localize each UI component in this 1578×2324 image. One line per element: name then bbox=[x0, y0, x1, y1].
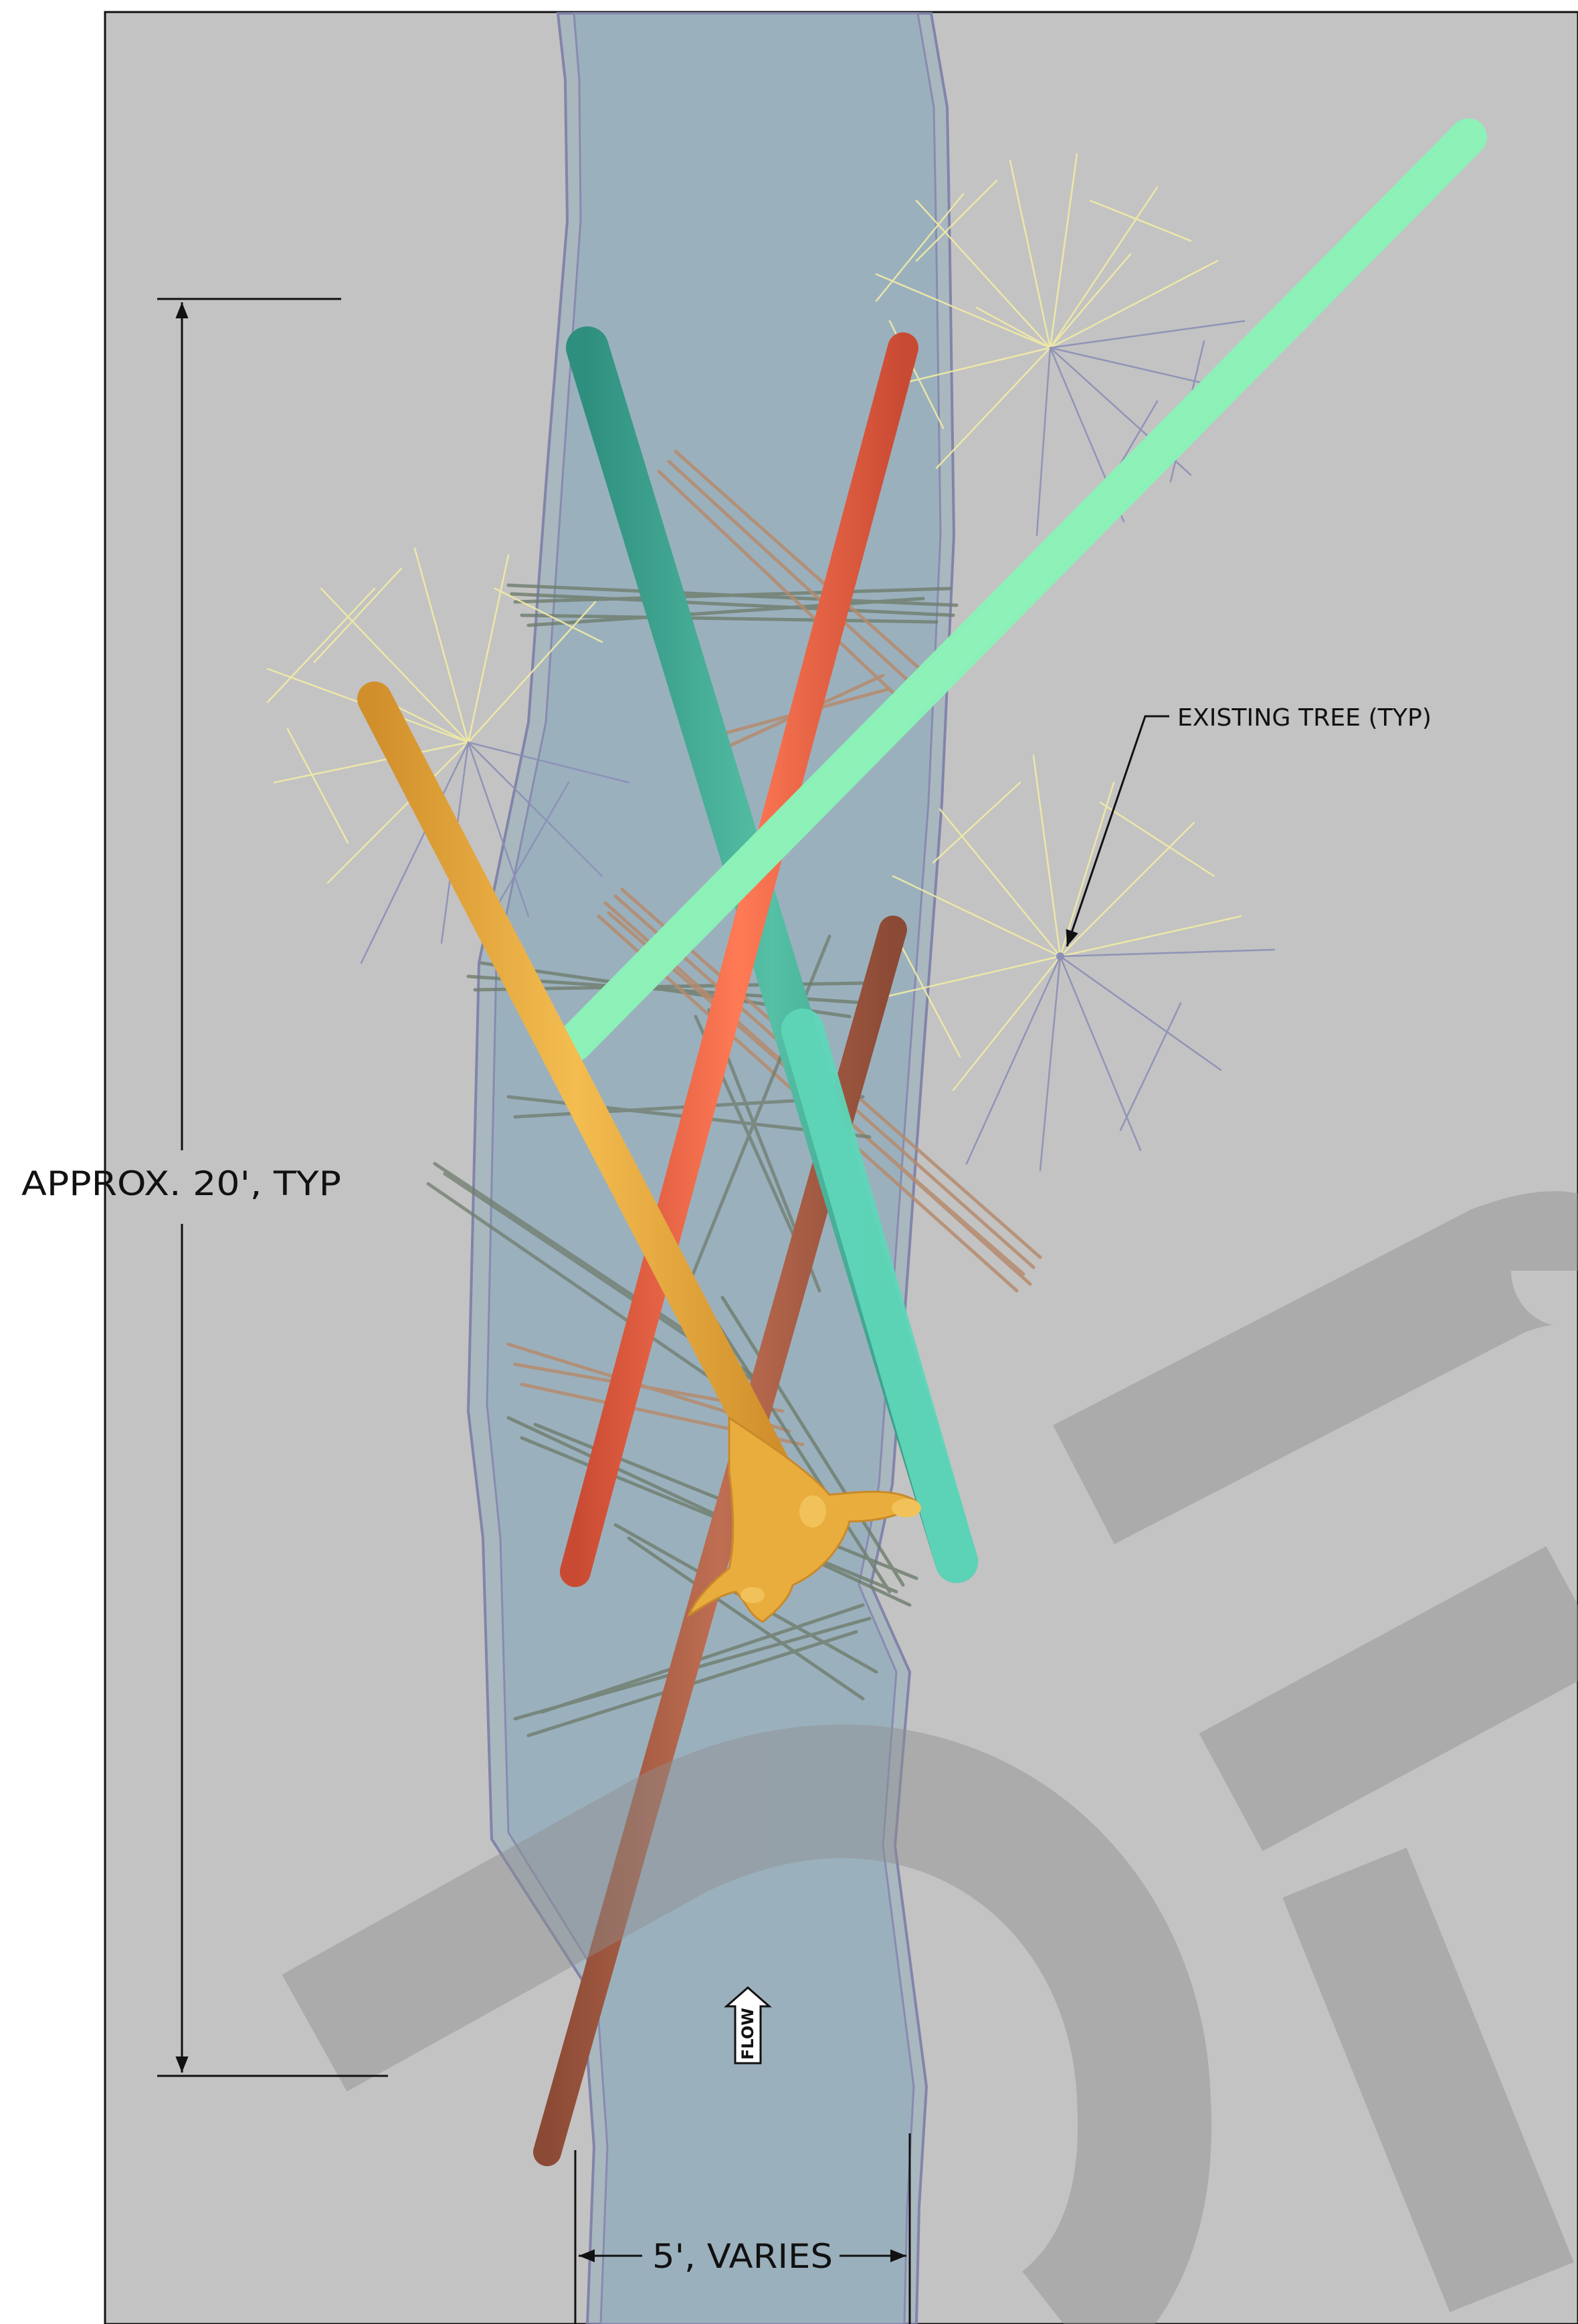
rootwad-stub-3 bbox=[799, 1495, 826, 1527]
watermark bbox=[282, 1191, 1578, 2324]
woody-debris-logs bbox=[357, 118, 1487, 2166]
tree-canopy-right-bottom bbox=[885, 754, 1276, 1172]
log-teal-lower-segment bbox=[781, 1009, 978, 1583]
callout-leader bbox=[1066, 715, 1169, 947]
flow-arrow-shape bbox=[724, 1986, 772, 2065]
tree-canopy-right-top bbox=[875, 152, 1246, 536]
log-orange bbox=[357, 681, 793, 1489]
log-mint bbox=[555, 118, 1487, 1062]
dimension-horizontal-label: 5', VARIES bbox=[652, 2237, 833, 2276]
rootwad-stub-2 bbox=[741, 1587, 765, 1603]
tree-callout bbox=[1066, 715, 1169, 947]
dimension-horizontal bbox=[574, 2133, 911, 2324]
watermark-letter-d bbox=[282, 1724, 1211, 2324]
flow-arrow: FLOW bbox=[724, 1986, 772, 2065]
dimension-vertical bbox=[157, 298, 388, 2077]
flow-arrow-label: FLOW bbox=[738, 2008, 757, 2060]
dimension-vertical-label: APPROX. 20', TYP bbox=[21, 1164, 341, 1203]
watermark-letter-r bbox=[1053, 1191, 1578, 2313]
log-orange-with-rootwad bbox=[357, 681, 921, 1623]
log-red bbox=[560, 332, 918, 1587]
rootwad-stub-1 bbox=[892, 1499, 921, 1517]
callout-existing-tree-label: EXISTING TREE (TYP) bbox=[1177, 704, 1432, 732]
